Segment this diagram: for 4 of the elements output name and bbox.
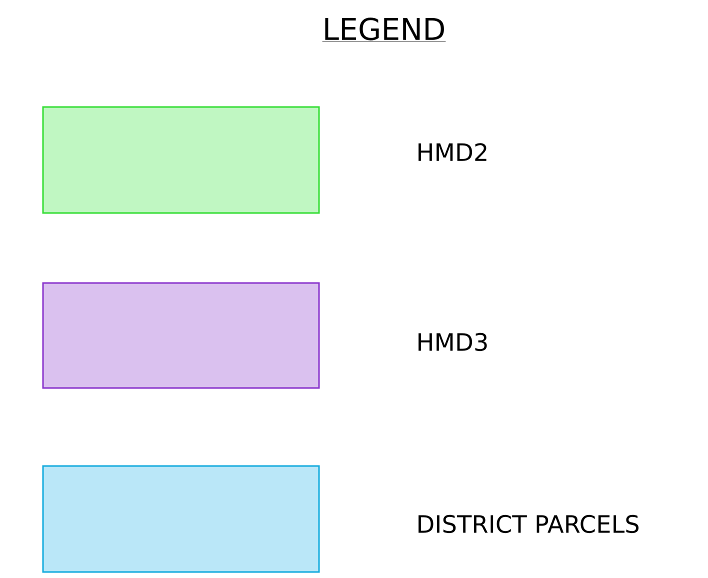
- legend-label: HMD2: [418, 143, 486, 161]
- legend-label: HMD3: [418, 332, 487, 352]
- legend-label: DISTRICT PARCELS: [418, 514, 639, 534]
- legend-title: LEGEND: [322, 18, 446, 42]
